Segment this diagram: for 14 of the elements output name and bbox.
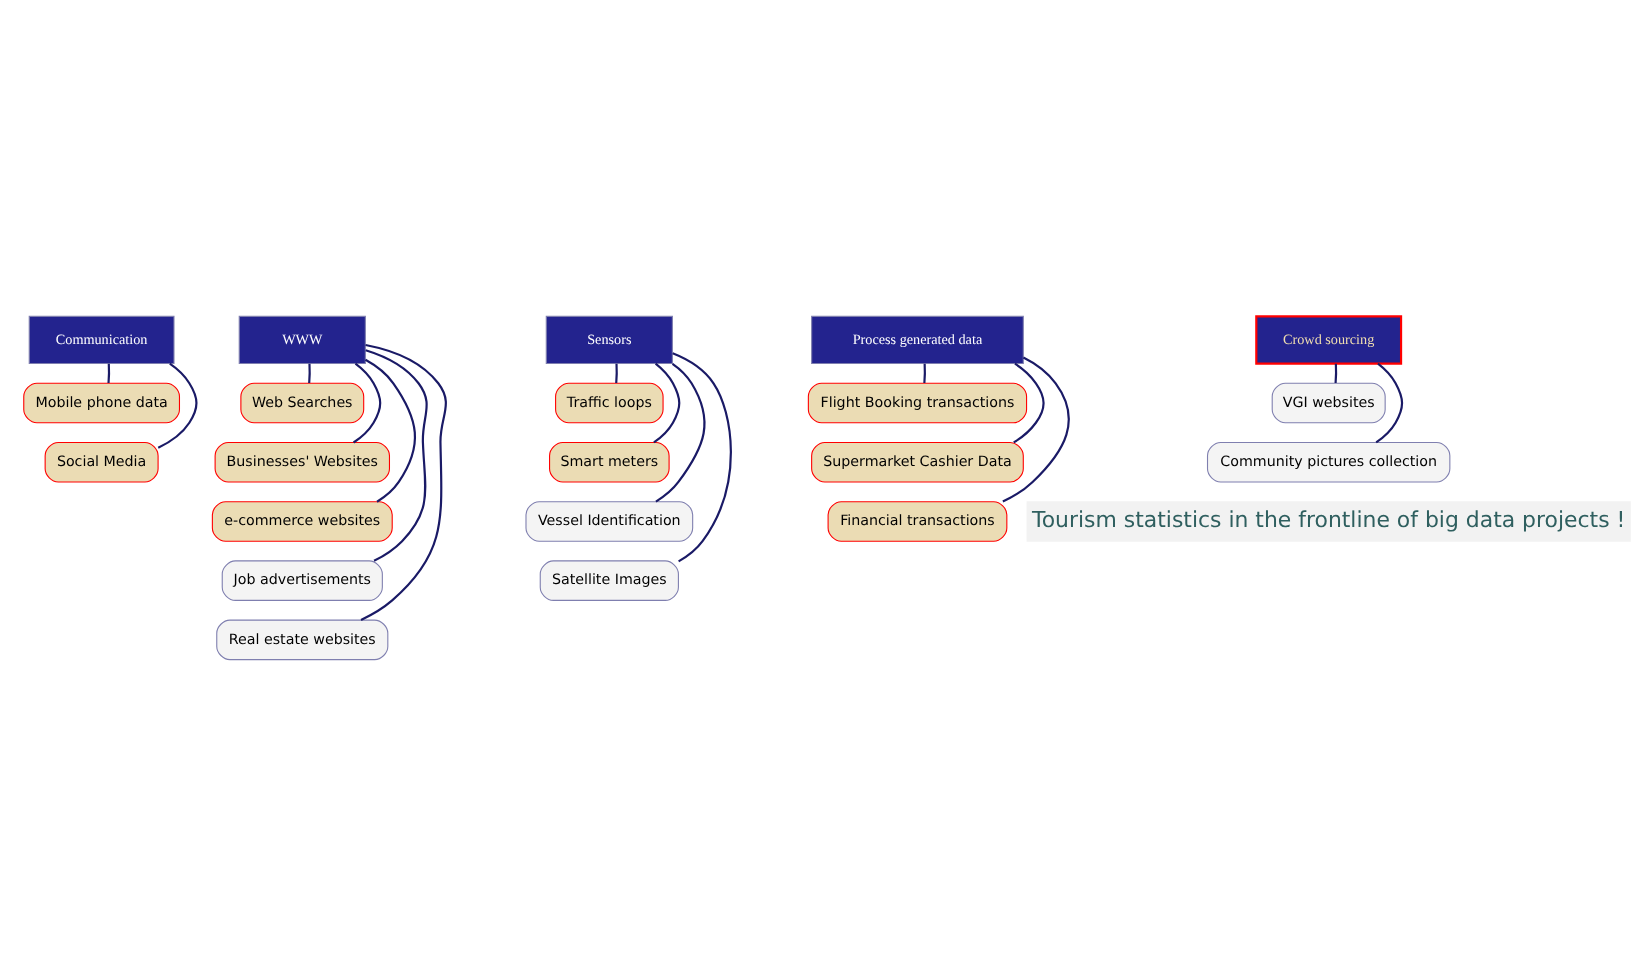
connector [1333, 363, 1337, 384]
connector [922, 363, 925, 384]
connector [106, 363, 110, 384]
connector [364, 349, 427, 562]
connector [671, 352, 731, 563]
connector [363, 358, 415, 503]
connector [307, 363, 310, 384]
connector [1001, 356, 1069, 503]
connector [1012, 362, 1044, 444]
connector [614, 363, 617, 384]
connector [156, 362, 197, 449]
connector [351, 362, 381, 444]
label: Tourism statistics in the frontline of big data projects ! [1031, 506, 1625, 533]
connector [652, 362, 680, 444]
